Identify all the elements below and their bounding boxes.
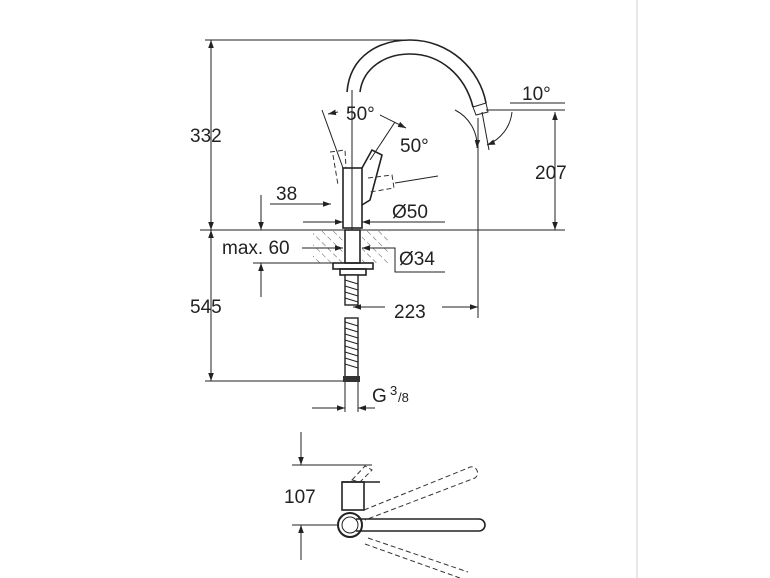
connection-thread-den: /8	[398, 390, 409, 405]
spout	[346, 39, 490, 151]
faucet-body	[321, 90, 439, 230]
dim-545-label: 545	[190, 297, 222, 318]
connection-thread-num: 3	[390, 383, 397, 398]
shank-and-hose	[332, 229, 374, 412]
angle-10-label: 10°	[522, 84, 551, 105]
deck-section-right	[362, 230, 390, 263]
angle-50-right-label: 50°	[400, 136, 429, 157]
dim-207-label: 207	[535, 163, 567, 184]
dim-223-label: 223	[394, 302, 426, 323]
dimension-lines	[208, 40, 565, 411]
dim-max-60-label: max. 60	[222, 238, 290, 259]
dim-diameter-50-label: Ø50	[392, 202, 428, 223]
dim-diameter-34-label: Ø34	[399, 249, 435, 270]
deck-section-left	[313, 230, 343, 263]
angle-50-left-label: 50°	[346, 104, 375, 125]
lever-top-view	[292, 432, 486, 578]
dim-332-label: 332	[190, 126, 222, 147]
dim-107-label: 107	[284, 487, 316, 508]
dim-38-label: 38	[276, 184, 297, 205]
connection-thread-label: G	[372, 386, 387, 407]
reference-lines	[200, 39, 565, 382]
